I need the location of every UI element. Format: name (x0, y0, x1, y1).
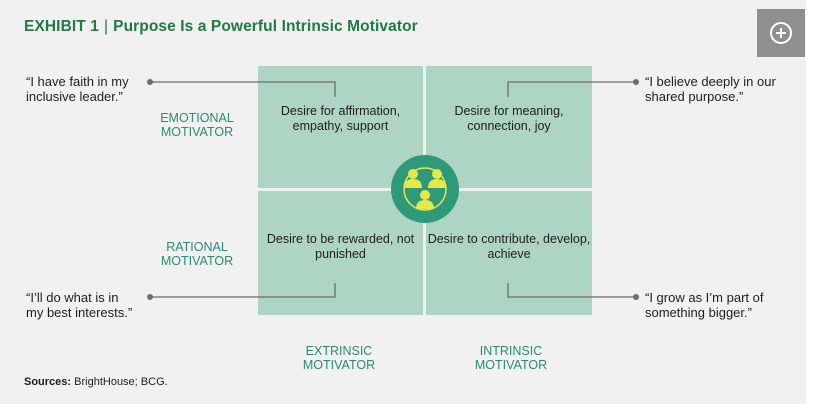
quadrant-text-top-left: Desire for affirmation, empathy, support (280, 104, 401, 133)
title-separator: | (103, 18, 109, 35)
quadrant-text-bottom-right: Desire to contribute, develop, achieve (427, 232, 591, 261)
plus-circle-icon (770, 22, 792, 44)
label-intrinsic-motivator: INTRINSIC MOTIVATOR (474, 344, 548, 372)
quadrant-top-left (258, 66, 423, 188)
people-network-icon (391, 155, 459, 223)
quote-top-left: “I have faith in my inclusive leader.” (26, 74, 129, 104)
quote-bottom-right: “I grow as I’m part of something bigger.… (645, 290, 764, 320)
exhibit-number: EXHIBIT 1 (24, 18, 99, 35)
sources-note: Sources: BrightHouse; BCG. (24, 376, 168, 388)
label-extrinsic-motivator: EXTRINSIC MOTIVATOR (302, 344, 376, 372)
expand-button[interactable] (757, 9, 805, 57)
exhibit-title: EXHIBIT 1|Purpose Is a Powerful Intrinsi… (24, 18, 418, 36)
connector-dot-top-left (147, 79, 153, 85)
quote-bottom-left: “I’ll do what is in my best interests.” (26, 290, 133, 320)
sources-label: Sources: (24, 376, 72, 388)
exhibit-heading: Purpose Is a Powerful Intrinsic Motivato… (113, 18, 418, 35)
connector-dot-bottom-right (633, 294, 639, 300)
quote-top-right: “I believe deeply in our shared purpose.… (645, 74, 776, 104)
quadrant-top-right (426, 66, 592, 188)
quadrant-text-top-right: Desire for meaning, connection, joy (454, 104, 564, 133)
quadrant-text-bottom-left: Desire to be rewarded, not punished (266, 232, 415, 261)
quadrant-bottom-left (258, 191, 423, 315)
sources-text: BrightHouse; BCG. (74, 376, 168, 388)
connector-dot-top-right (633, 79, 639, 85)
label-emotional-motivator: EMOTIONAL MOTIVATOR (160, 111, 234, 139)
connector-dot-bottom-left (147, 294, 153, 300)
quadrant-bottom-right (426, 191, 592, 315)
label-rational-motivator: RATIONAL MOTIVATOR (160, 240, 234, 268)
